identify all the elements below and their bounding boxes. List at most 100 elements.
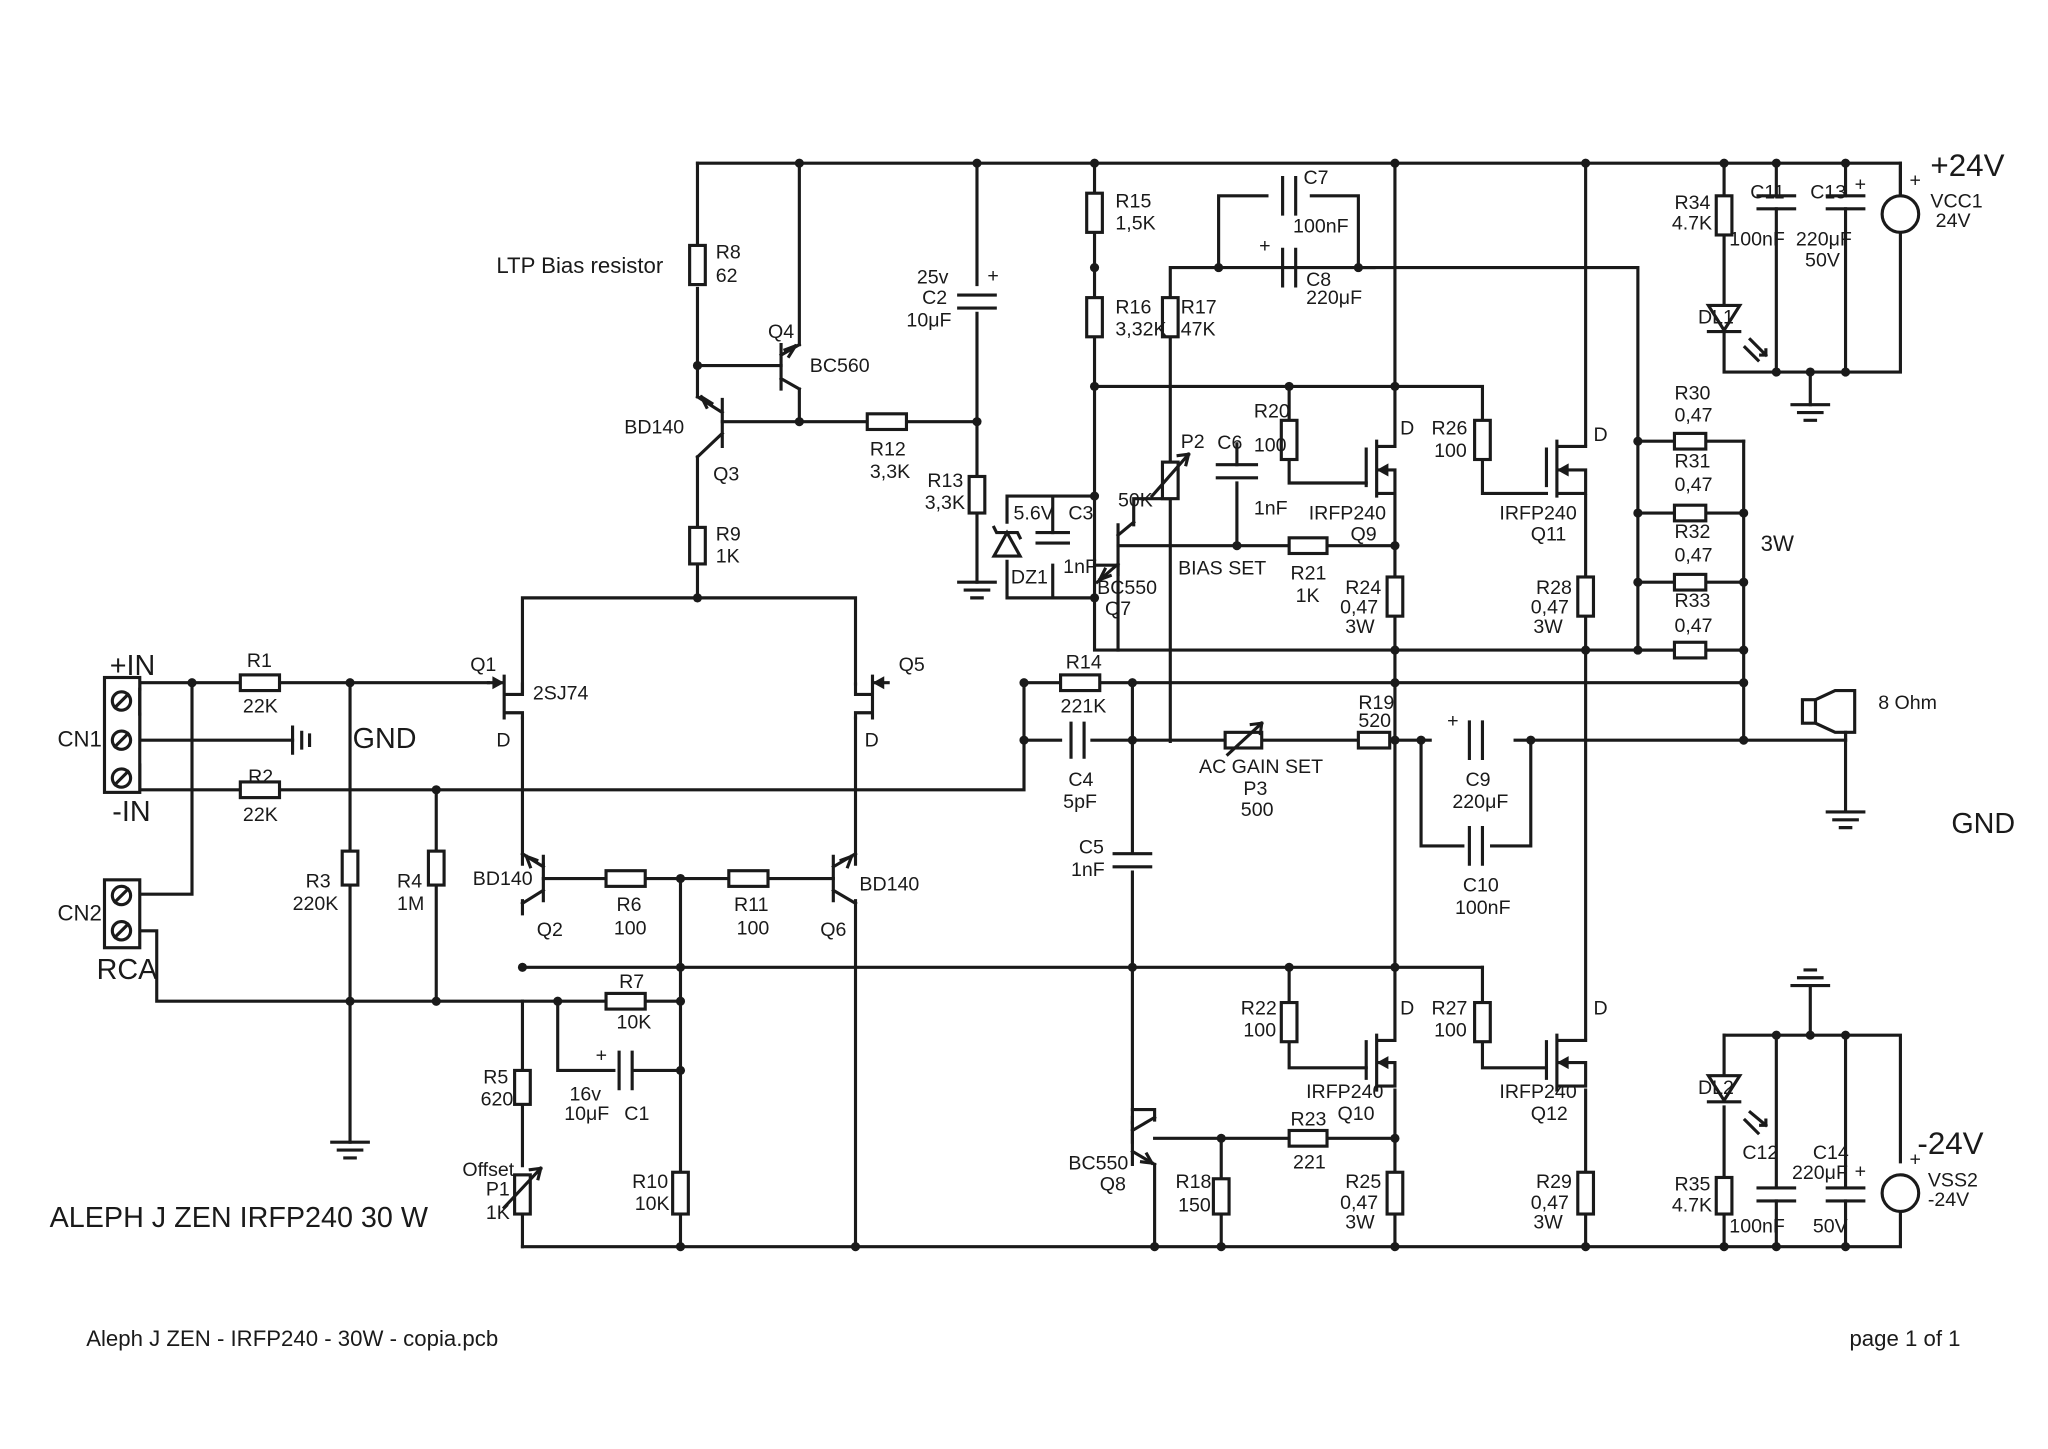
watt-output-resistors: 3W xyxy=(1761,531,1794,556)
label-r15: R15 xyxy=(1115,191,1151,213)
label-dl1: DL1 xyxy=(1698,307,1734,329)
value-r32: 0,47 xyxy=(1674,544,1712,566)
voltage-source-vcc1 xyxy=(1880,194,1921,234)
label-ltp-bias: LTP Bias resistor xyxy=(496,253,664,278)
value-r8: 62 xyxy=(716,265,738,287)
value-r10: 10K xyxy=(635,1193,670,1215)
capacitor-c3 xyxy=(1035,531,1070,545)
capacitor-c7 xyxy=(1281,175,1298,216)
capacitor-c9 xyxy=(1467,720,1485,761)
plus-vcc1: + xyxy=(1910,170,1921,192)
pot-p1-arrow xyxy=(501,1166,543,1210)
capacitor-c8 xyxy=(1281,247,1298,288)
value-r3: 220K xyxy=(293,893,339,915)
footer-filename: Aleph J ZEN - IRFP240 - 30W - copia.pcb xyxy=(86,1326,498,1351)
label-r4: R4 xyxy=(397,871,422,893)
footer-page: page 1 of 1 xyxy=(1849,1326,1960,1351)
value-c12: 100nF xyxy=(1729,1215,1785,1237)
value-r12: 3,3K xyxy=(870,461,910,483)
value-p1: 1K xyxy=(486,1202,510,1224)
label-c10: C10 xyxy=(1463,875,1499,897)
type-q1: 2SJ74 xyxy=(533,683,589,705)
resistor-r14 xyxy=(1059,673,1102,693)
label-p1: P1 xyxy=(486,1179,510,1201)
volt-c1: 16v xyxy=(569,1083,601,1105)
type-q6: BD140 xyxy=(859,873,919,895)
transistor-q10 xyxy=(1364,1033,1397,1092)
schematic-title: ALEPH J ZEN IRFP240 30 W xyxy=(50,1202,429,1234)
transistor-q3 xyxy=(695,394,725,460)
label-r10: R10 xyxy=(632,1171,668,1193)
label-q7: Q7 xyxy=(1105,598,1131,620)
resistor-r2 xyxy=(238,780,282,800)
value-r1: 22K xyxy=(243,696,278,718)
label-gnd-input: GND xyxy=(353,723,417,755)
type-q7: BC550 xyxy=(1097,577,1157,599)
type-q2: BD140 xyxy=(473,868,533,890)
watt-r24: 3W xyxy=(1345,616,1375,638)
label-gnd-output: GND xyxy=(1951,808,2015,840)
value-r17: 47K xyxy=(1181,318,1216,340)
value-r29: 0,47 xyxy=(1531,1192,1569,1214)
plus-c13: + xyxy=(1855,174,1866,196)
type-q8: BC550 xyxy=(1068,1153,1128,1175)
value-r22: 100 xyxy=(1243,1019,1276,1041)
label-r17: R17 xyxy=(1181,296,1217,318)
resistor-r10 xyxy=(671,1170,690,1216)
volt-c13: 50V xyxy=(1805,249,1840,271)
watt-r28: 3W xyxy=(1533,616,1563,638)
value-r34: 4.7K xyxy=(1672,213,1712,235)
capacitor-c2 xyxy=(957,293,997,310)
resistor-r7 xyxy=(604,991,647,1011)
battery-icon xyxy=(291,725,312,755)
transistor-q11 xyxy=(1544,439,1588,498)
resistor-r23 xyxy=(1287,1128,1329,1148)
value-c8: 220μF xyxy=(1306,287,1362,309)
transistor-q7 xyxy=(1094,519,1136,585)
value-c7: 100nF xyxy=(1293,215,1349,237)
resistor-r15 xyxy=(1085,191,1104,234)
value-r25: 0,47 xyxy=(1340,1192,1378,1214)
label-minus-24v: -24V xyxy=(1917,1126,1983,1161)
value-r16: 3,32K xyxy=(1115,318,1166,340)
resistor-r34 xyxy=(1714,194,1734,237)
value-r4: 1M xyxy=(397,893,424,915)
label-in-neg: -IN xyxy=(112,796,150,828)
label-r5: R5 xyxy=(483,1066,508,1088)
value-r14: 221K xyxy=(1061,696,1107,718)
ground-icon xyxy=(1825,810,1866,830)
label-c3: C3 xyxy=(1068,503,1093,525)
resistor-r32 xyxy=(1672,572,1708,592)
drain-q5: D xyxy=(865,730,879,752)
type-q12: IRFP240 xyxy=(1499,1081,1576,1103)
value-r11: 100 xyxy=(737,918,770,940)
label-r24: R24 xyxy=(1345,577,1381,599)
transistor-q4 xyxy=(778,342,802,392)
label-r34: R34 xyxy=(1674,192,1710,214)
resistor-r19 xyxy=(1356,730,1392,750)
label-r25: R25 xyxy=(1345,1171,1381,1193)
capacitor-c4 xyxy=(1069,721,1086,759)
resistor-r20 xyxy=(1279,418,1299,462)
value-r31: 0,47 xyxy=(1674,474,1712,496)
resistor-r35 xyxy=(1714,1175,1734,1216)
capacitor-c11 xyxy=(1756,194,1797,211)
transistor-q6 xyxy=(831,851,858,906)
type-q4: BC560 xyxy=(810,355,870,377)
junctions xyxy=(187,158,1851,1252)
label-c8: C8 xyxy=(1306,269,1331,291)
value-r13: 3,3K xyxy=(925,492,965,514)
value-c3: 1nF xyxy=(1063,556,1097,578)
label-vss2: VSS2 xyxy=(1928,1170,1978,1192)
label-c13: C13 xyxy=(1810,181,1846,203)
label-r8: R8 xyxy=(716,241,741,263)
resistor-r5 xyxy=(513,1068,532,1106)
drain-q9: D xyxy=(1400,418,1414,440)
label-r21: R21 xyxy=(1290,563,1326,585)
value-p2: 50K xyxy=(1118,490,1153,512)
value-r18: 150 xyxy=(1178,1194,1211,1216)
label-r31: R31 xyxy=(1674,450,1710,472)
voltage-source-vss2 xyxy=(1880,1173,1921,1213)
value-c10: 100nF xyxy=(1455,897,1511,919)
drain-q1: D xyxy=(496,730,510,752)
